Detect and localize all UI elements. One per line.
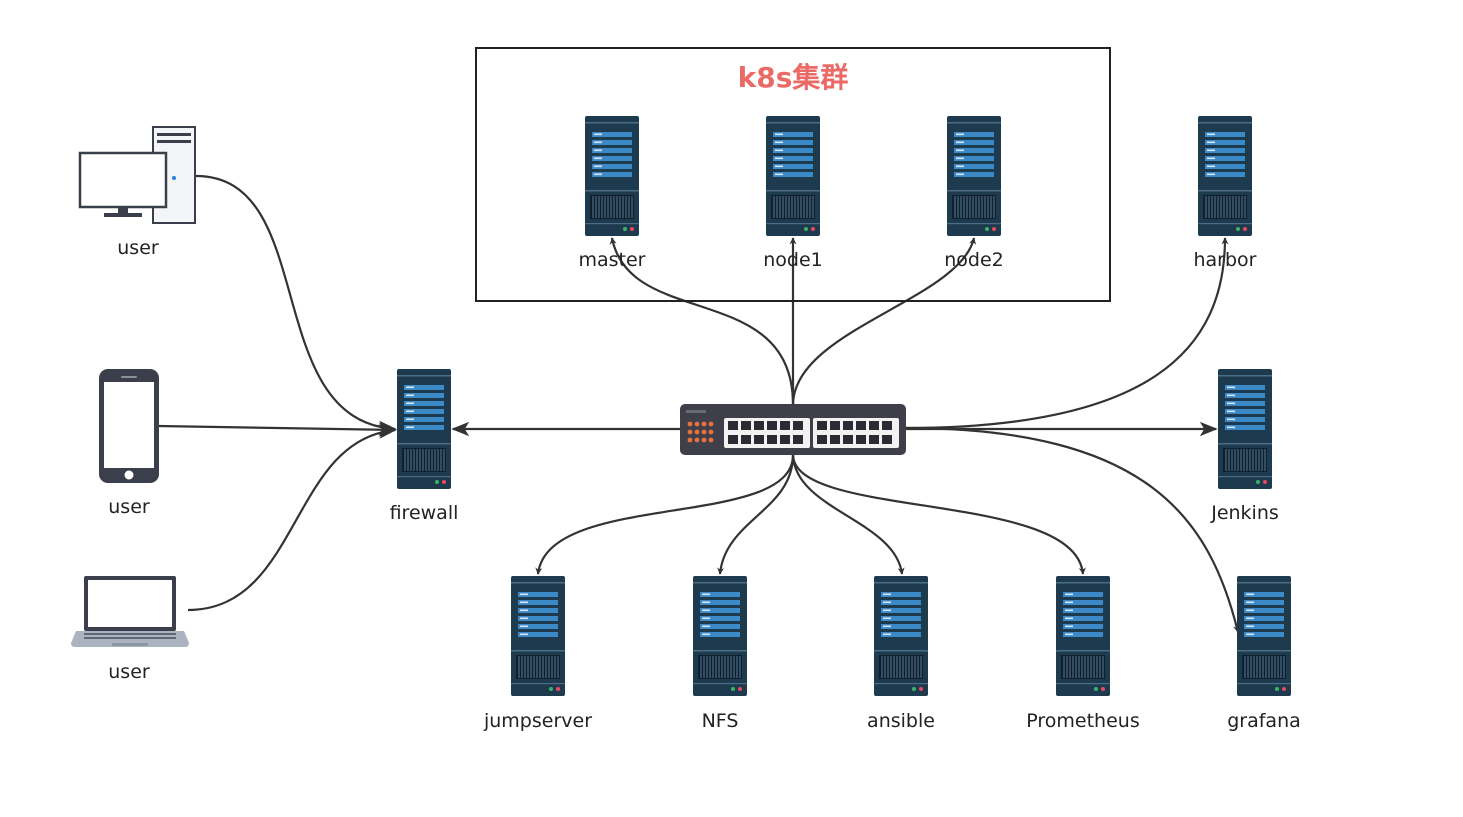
k8s-cluster-group: k8s集群: [475, 47, 1111, 302]
client-label-phone: user: [108, 496, 150, 518]
edge-switch-grafana: [904, 426, 1240, 633]
server-icon: [511, 576, 565, 696]
server-icon: [585, 116, 639, 236]
server-master: master: [578, 116, 646, 271]
edge-desktop-firewall: [195, 174, 397, 436]
client-desktop: user: [78, 126, 196, 259]
smartphone-icon: [99, 369, 159, 483]
edge-phone-firewall: [157, 422, 397, 437]
server-icon: [947, 116, 1001, 236]
laptop-icon: [71, 576, 189, 647]
server-ansible: ansible: [867, 576, 935, 732]
server-firewall: firewall: [390, 369, 459, 524]
switch-ports: [728, 421, 892, 444]
server-label-node2: node2: [944, 249, 1004, 271]
server-label-nfs: NFS: [702, 710, 739, 732]
server-nfs: NFS: [693, 576, 747, 732]
server-label-prometheus: Prometheus: [1026, 710, 1139, 732]
client-label-laptop: user: [108, 661, 150, 683]
server-icon: [1056, 576, 1110, 696]
server-prometheus: Prometheus: [1026, 576, 1140, 732]
edge-switch-master: [609, 237, 795, 406]
server-icon: [766, 116, 820, 236]
edge-switch-prometheus: [791, 454, 1086, 575]
client-phone: user: [99, 369, 159, 518]
server-icon: [397, 369, 451, 489]
server-label-jenkins: Jenkins: [1210, 502, 1279, 524]
client-laptop: user: [71, 576, 189, 683]
server-label-harbor: harbor: [1194, 249, 1257, 271]
server-label-node1: node1: [763, 249, 823, 271]
server-harbor: harbor: [1194, 116, 1257, 271]
desktop-computer-icon: [78, 126, 196, 224]
server-label-firewall: firewall: [390, 502, 459, 524]
k8s-cluster-frame: [475, 47, 1111, 302]
server-node2: node2: [944, 116, 1004, 271]
server-node1: node1: [763, 116, 823, 271]
server-label-ansible: ansible: [867, 710, 935, 732]
k8s-cluster-title: k8s集群: [738, 61, 849, 94]
server-label-grafana: grafana: [1227, 710, 1301, 732]
edge-switch-harbor: [904, 237, 1229, 430]
edge-switch-nfs: [717, 454, 795, 575]
server-icon: [693, 576, 747, 696]
server-grafana: grafana: [1227, 576, 1301, 732]
server-icon: [1218, 369, 1272, 489]
connection-lines: [157, 174, 1240, 633]
server-label-jumpserver: jumpserver: [483, 710, 592, 732]
server-label-master: master: [578, 249, 645, 271]
network-switch: [680, 404, 906, 455]
server-icon: [874, 576, 928, 696]
server-icon: [1237, 576, 1291, 696]
server-jenkins: Jenkins: [1210, 369, 1279, 524]
edge-switch-node2: [791, 237, 977, 406]
edge-laptop-firewall: [187, 424, 397, 612]
client-label-desktop: user: [117, 237, 159, 259]
server-jumpserver: jumpserver: [483, 576, 592, 732]
edge-switch-ansible: [791, 454, 905, 575]
switch-status-leds: [687, 421, 714, 443]
edge-switch-jumpserver: [535, 454, 795, 575]
server-icon: [1198, 116, 1252, 236]
